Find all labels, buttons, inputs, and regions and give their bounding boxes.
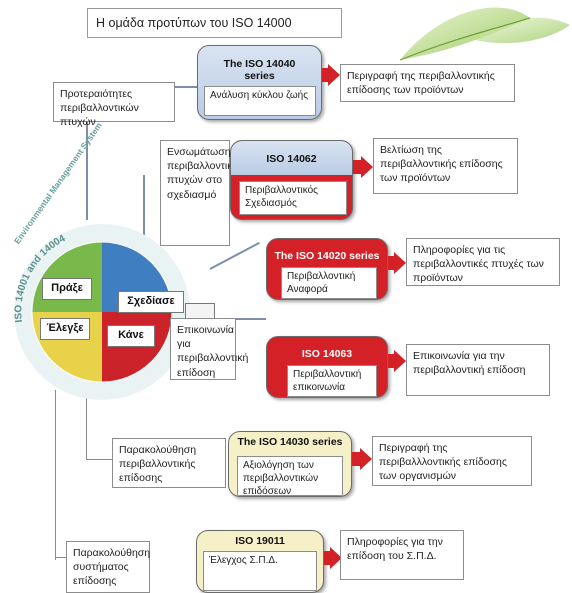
- std-iso14063-sub: Περιβαλλοντική επικοινωνία: [287, 365, 377, 397]
- page-title: Η ομάδα προτύπων του ISO 14000: [87, 8, 342, 38]
- arrow-iso14020: [388, 256, 394, 270]
- system-monitoring-box: Παρακολούθηση συστήματος επίδοσης: [66, 541, 150, 593]
- communication-box: Επικοινωνία για περιβαλλοντική επίδοση: [170, 318, 248, 380]
- std-iso14020: The ISO 14020 series Περιβαλλοντική Αναφ…: [266, 238, 388, 300]
- connector-line: [55, 390, 56, 560]
- arrow-head: [361, 156, 373, 178]
- cycle-connector-box: [185, 303, 215, 319]
- desc-iso14020: Πληροφορίες για τις περιβαλλοντικές πτυχ…: [406, 238, 560, 286]
- cycle-plan: Σχεδίασε: [118, 291, 184, 313]
- std-iso14040-head: The ISO 14040 series: [223, 58, 296, 83]
- std-iso14062: ISO 14062 Περιβαλλοντικός Σχεδιασμός: [230, 140, 353, 220]
- std-iso19011-head: ISO 19011: [235, 535, 285, 547]
- desc-iso14063: Επικοινωνία για την περιβαλλοντική επίδο…: [406, 344, 550, 396]
- cycle-check: Έλεγξε: [40, 318, 90, 340]
- priorities-box: Προτεραιότητες περιβαλλοντικών πτυχών: [53, 82, 175, 128]
- std-iso14030-sub: Αξιολόγηση των περιβαλλοντικών επιδόσεων: [237, 456, 343, 496]
- cycle-do: Κάνε: [107, 325, 155, 347]
- desc-iso14040: Περιγραφή της περιβαλλοντικής επίδοσης τ…: [340, 64, 515, 102]
- arrow-head: [394, 350, 406, 372]
- connector-line: [209, 241, 260, 270]
- std-iso14040-sub: Ανάλυση κύκλου ζωής: [204, 86, 316, 116]
- arrow-iso14040: [322, 68, 328, 82]
- arrow-iso14063: [388, 354, 394, 368]
- std-iso14030-head: The ISO 14030 series: [237, 436, 343, 448]
- monitoring-box: Παρακολούθηση περιβαλλοντικής επίδοσης: [112, 438, 226, 488]
- integration-box: Ενσωμάτωση περιβαλλοντικών πτυχών στο σχ…: [160, 140, 246, 246]
- arrow-head: [328, 64, 340, 86]
- connector-line: [55, 557, 67, 558]
- connector-line: [143, 175, 145, 285]
- arrow-head: [360, 448, 372, 470]
- connector-line: [86, 459, 116, 460]
- arrow-iso19011: [324, 551, 330, 565]
- connector-line: [175, 86, 197, 88]
- desc-iso19011: Πληροφορίες για την επίδοση του Σ.Π.Δ.: [340, 530, 464, 580]
- std-iso14062-head: ISO 14062: [266, 153, 317, 165]
- std-iso14063: ISO 14063 Περιβαλλοντική επικοινωνία: [266, 336, 388, 398]
- std-iso14030: The ISO 14030 series Αξιολόγηση των περι…: [228, 431, 352, 497]
- arrow-iso14030: [352, 452, 360, 466]
- std-iso14040: The ISO 14040 series Ανάλυση κύκλου ζωής: [197, 45, 322, 120]
- connector-line: [86, 120, 88, 220]
- std-iso19011: ISO 19011 Έλεγχος Σ.Π.Δ.: [196, 530, 324, 593]
- std-iso14062-sub: Περιβαλλοντικός Σχεδιασμός: [239, 181, 347, 215]
- std-iso14063-head: ISO 14063: [301, 348, 353, 360]
- arrow-head: [394, 252, 406, 274]
- desc-iso14062: Βελτίωση της περιβαλλοντικής επίδοσης τω…: [373, 138, 518, 194]
- desc-iso14030: Περιγραφή της περιβαλλλοντικής επίδοσης …: [372, 436, 532, 486]
- std-iso14020-head: The ISO 14020 series: [274, 250, 380, 262]
- arrow-iso14062: [353, 160, 361, 174]
- connector-line: [210, 318, 266, 320]
- leaf-decoration: [399, 7, 570, 61]
- arrow-head: [330, 547, 342, 569]
- std-iso14020-sub: Περιβαλλοντική Αναφορά: [281, 267, 377, 299]
- cycle-act: Πράξε: [42, 278, 92, 300]
- std-iso19011-sub: Έλεγχος Σ.Π.Δ.: [203, 551, 317, 591]
